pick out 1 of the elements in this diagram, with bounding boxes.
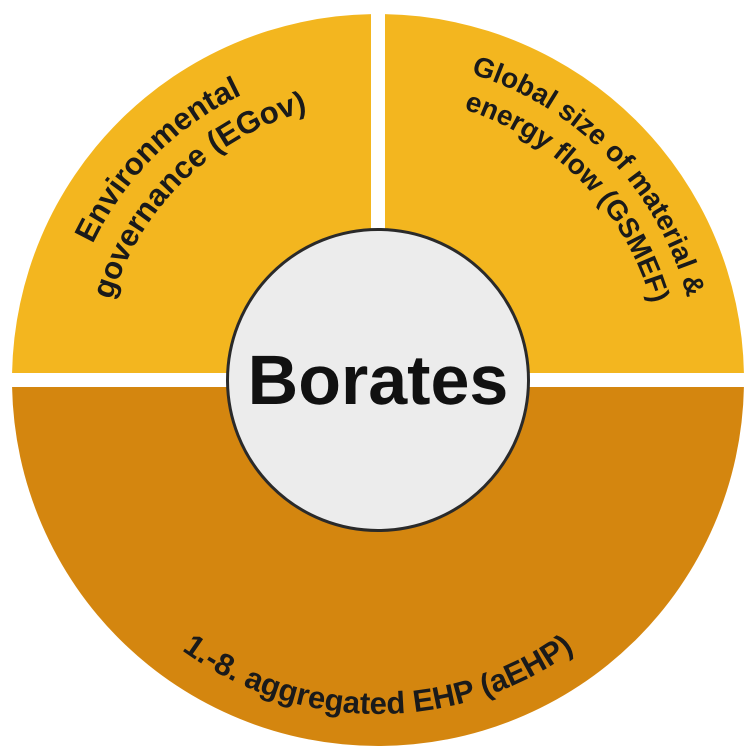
center-title: Borates: [248, 345, 508, 415]
